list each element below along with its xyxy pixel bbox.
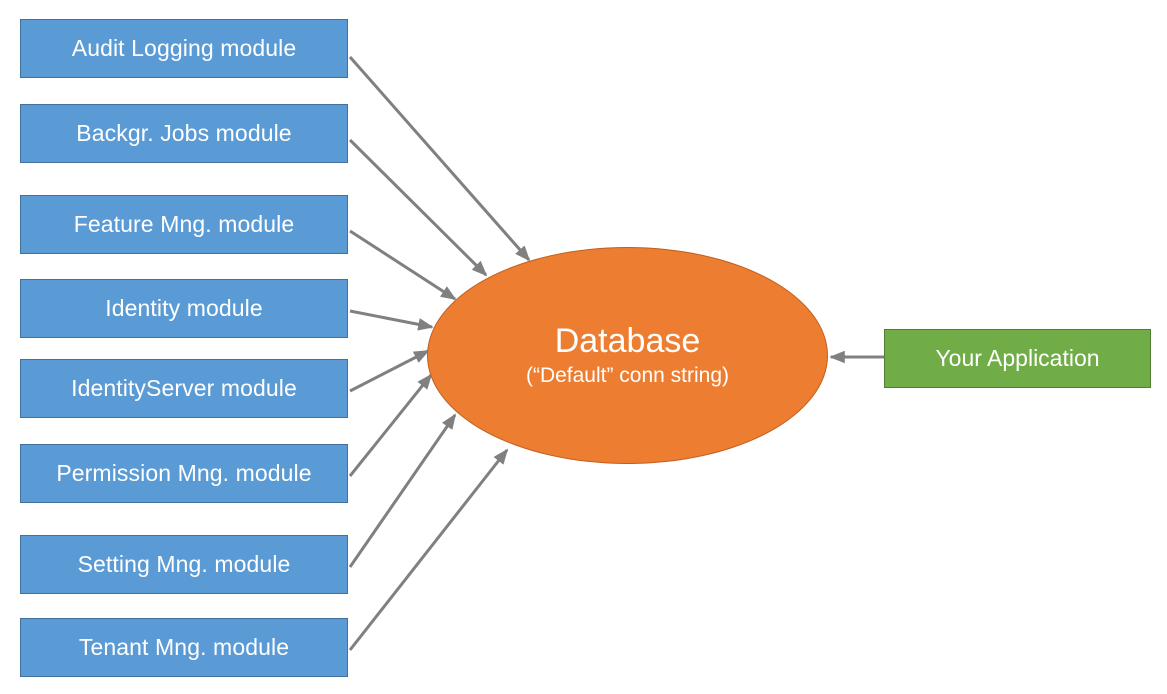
module-box-background-jobs[interactable]: Backgr. Jobs module [20, 104, 348, 163]
setting-mng-to-database [348, 413, 457, 568]
module-label: Setting Mng. module [77, 550, 291, 577]
module-box-audit-logging[interactable]: Audit Logging module [20, 19, 348, 78]
tenant-mng-to-database [348, 448, 509, 651]
module-label: Permission Mng. module [56, 459, 312, 486]
module-label: Identity module [105, 294, 263, 321]
audit-logging-to-database [348, 56, 531, 262]
database-title: Database [554, 322, 701, 361]
module-box-permission-mng[interactable]: Permission Mng. module [20, 444, 348, 503]
identity-to-database [349, 309, 434, 331]
permission-mng-to-database [348, 373, 433, 477]
module-box-setting-mng[interactable]: Setting Mng. module [20, 535, 348, 594]
application-box[interactable]: Your Application [884, 329, 1151, 388]
identityserver-to-database [349, 349, 430, 393]
module-label: IdentityServer module [71, 374, 297, 401]
module-box-identity[interactable]: Identity module [20, 279, 348, 338]
module-label: Audit Logging module [71, 34, 297, 61]
database-ellipse[interactable]: Database (“Default” conn string) [427, 247, 828, 464]
application-label: Your Application [935, 344, 1100, 371]
module-box-identityserver[interactable]: IdentityServer module [20, 359, 348, 418]
module-label: Tenant Mng. module [78, 633, 290, 660]
background-jobs-to-database [348, 138, 488, 277]
database-connection-string-label: (“Default” conn string) [525, 364, 730, 388]
module-box-feature-mng[interactable]: Feature Mng. module [20, 195, 348, 254]
feature-mng-to-database [349, 229, 457, 301]
module-label: Feature Mng. module [73, 210, 295, 237]
module-box-tenant-mng[interactable]: Tenant Mng. module [20, 618, 348, 677]
module-label: Backgr. Jobs module [76, 119, 292, 146]
